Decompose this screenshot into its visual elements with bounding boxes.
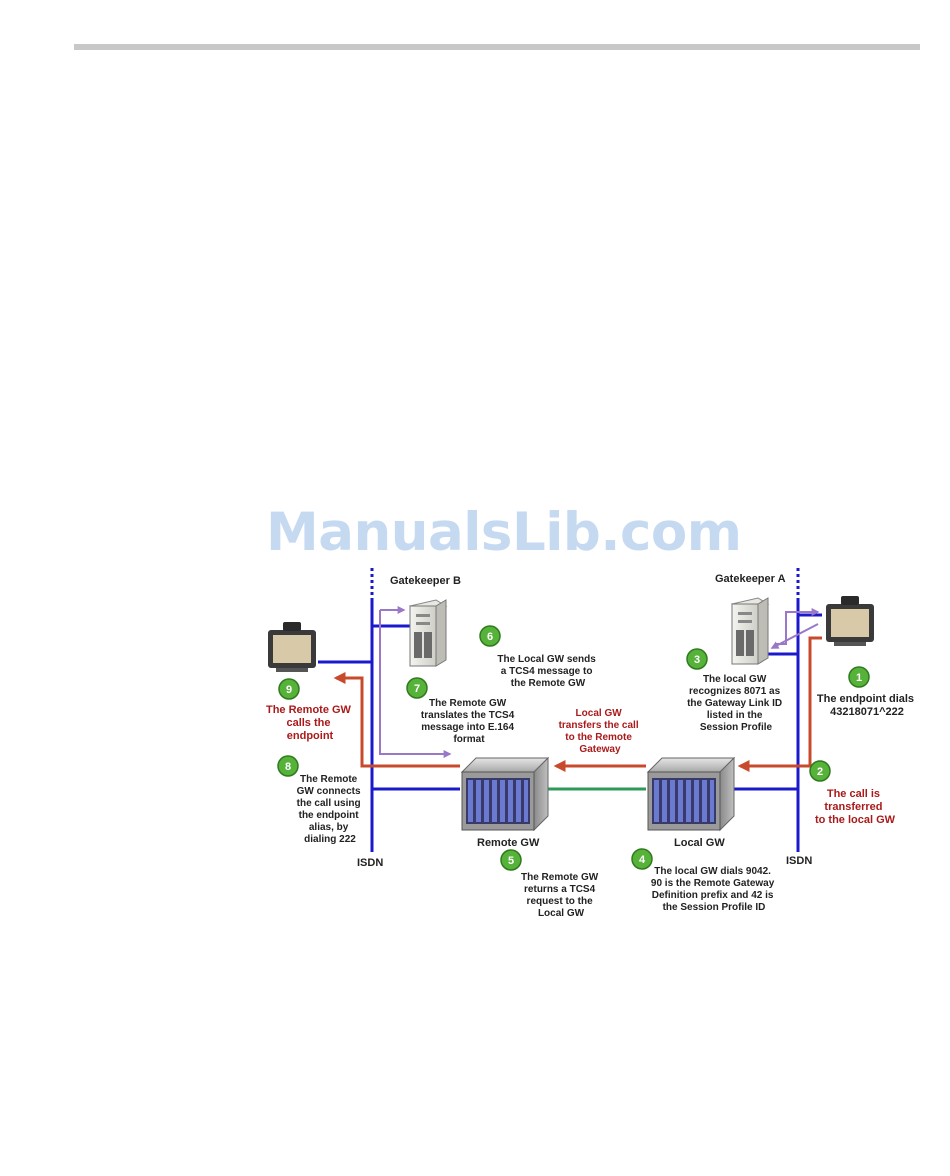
remote-gw-to-endpoint (333, 672, 460, 768)
step-2-text: The call is transferred to the local GW (815, 788, 896, 826)
step-1-badge: 1 (848, 666, 870, 688)
step-6-badge: 6 (479, 625, 501, 647)
step-7-text: The Remote GW translates the TCS4 messag… (421, 698, 517, 745)
svg-text:6: 6 (487, 631, 493, 643)
svg-text:4: 4 (639, 854, 646, 866)
gatekeeper-b-to-remote-gw (379, 610, 452, 758)
local-gw-chassis-icon (646, 756, 736, 832)
remote-gw-label: Remote GW (477, 837, 540, 849)
left-endpoint-monitor-icon (268, 622, 316, 672)
step-1-text: The endpoint dials 43218071^222 (817, 693, 917, 718)
top-rule (74, 44, 920, 50)
step-badges: 1 2 3 4 5 6 7 8 9 (277, 625, 870, 871)
svg-text:2: 2 (817, 766, 823, 778)
step-3-badge: 3 (686, 648, 708, 670)
step-3-text: The local GW recognizes 8071 as the Gate… (687, 674, 785, 733)
step-8-text: The Remote GW connects the call using th… (297, 774, 364, 845)
step-2-badge: 2 (809, 760, 831, 782)
local-gw-label: Local GW (674, 837, 725, 849)
step-9-badge: 9 (278, 678, 300, 700)
isdn-right-label: ISDN (786, 855, 812, 867)
gatekeeper-b-server-icon (408, 599, 448, 667)
step-8-badge: 8 (277, 755, 299, 777)
step-4-badge: 4 (631, 848, 653, 870)
isdn-left-label: ISDN (357, 857, 383, 869)
right-endpoint-monitor-icon (826, 596, 874, 646)
watermark: ManualsLib.com (266, 502, 742, 563)
svg-text:5: 5 (508, 855, 514, 867)
gatekeeper-a-server-icon (730, 597, 770, 665)
signaling-arrows (379, 606, 820, 758)
svg-text:1: 1 (856, 672, 862, 684)
svg-text:8: 8 (285, 761, 291, 773)
gatekeeper-a-label: Gatekeeper A (715, 573, 786, 585)
endpoint-to-gatekeeper-a (770, 623, 819, 649)
step-6-text: The Local GW sends a TCS4 message to the… (497, 654, 598, 689)
svg-text:3: 3 (694, 654, 700, 666)
step-5-text: The Remote GW returns a TCS4 request to … (521, 872, 601, 919)
step-7-badge: 7 (406, 677, 428, 699)
svg-text:7: 7 (414, 683, 420, 695)
endpoint-to-local-gw (737, 636, 822, 772)
step-5-badge: 5 (500, 849, 522, 871)
call-flow-arrows (333, 636, 822, 772)
svg-text:9: 9 (286, 684, 292, 696)
remote-gw-chassis-icon (460, 756, 550, 832)
gatekeeper-b-label: Gatekeeper B (390, 575, 461, 587)
transfer-note-text: Local GW transfers the call to the Remot… (559, 708, 642, 755)
step-9-text: The Remote GW calls the endpoint (266, 704, 354, 742)
step-4-text: The local GW dials 9042. 90 is the Remot… (651, 866, 777, 913)
